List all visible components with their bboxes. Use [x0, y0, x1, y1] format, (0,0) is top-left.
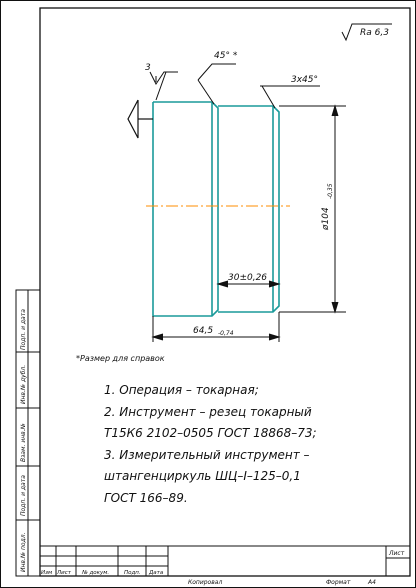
side-stamp-field: Подп. и дата — [20, 475, 27, 516]
instruction-line: штангенциркуль ШЦ–I–125–0,1 — [104, 469, 301, 483]
side-stamp-field: Подп. и дата — [20, 309, 27, 350]
roughness-value: Ra 6,3 — [360, 28, 389, 38]
copied-label: Копировал — [188, 579, 222, 586]
groove-length-label: 30±0,26 — [228, 273, 267, 283]
inner-frame — [39, 7, 411, 577]
instruction-line: 3. Измерительный инструмент – — [104, 448, 310, 462]
format-value: А4 — [367, 579, 376, 586]
diameter-dimension — [279, 104, 346, 314]
side-stamp-field: Инв.№ дубл. — [20, 365, 27, 404]
instruction-line: Т15К6 2102–0505 ГОСТ 18868–73; — [104, 426, 317, 440]
sheet-label: Лист — [388, 550, 405, 557]
title-col: Дата — [148, 570, 164, 576]
title-col: Изм — [41, 570, 52, 576]
chamfer-left-callout — [149, 63, 236, 105]
title-block — [40, 545, 410, 576]
instruction-line: ГОСТ 166–89. — [104, 491, 188, 505]
total-length-label: 64,5 — [193, 326, 213, 336]
chamfer-right-label: 3x45° — [291, 75, 318, 85]
side-stamp-field: Взам. инв.№ — [20, 423, 27, 462]
roughness-symbol: Ra 6,3 — [341, 23, 392, 42]
groove-length-dimension — [216, 280, 281, 288]
chamfer-left-angle: 45° * — [214, 51, 238, 61]
format-label: Формат — [326, 579, 351, 586]
reference-note: *Размер для справок — [76, 354, 165, 363]
total-length-dimension — [151, 312, 281, 342]
side-stamp-field: Инв.№ подл. — [20, 532, 27, 572]
title-col: Подп. — [124, 570, 141, 576]
title-col: Лист — [56, 570, 72, 576]
diameter-tolerance: -0,35 — [327, 183, 334, 199]
instruction-line: 2. Инструмент – резец токарный — [104, 405, 312, 419]
instruction-line: 1. Операция – токарная; — [104, 383, 259, 397]
datum-symbol — [127, 99, 153, 139]
chamfer-right-callout — [260, 85, 320, 109]
title-col: № докум. — [81, 570, 109, 576]
total-length-tolerance: -0,74 — [218, 330, 234, 337]
side-stamp — [15, 289, 41, 577]
instructions-block: 1. Операция – токарная; 2. Инструмент – … — [104, 383, 317, 505]
diameter-label: ø104 — [321, 207, 331, 231]
chamfer-left-size: 3 — [145, 63, 151, 73]
